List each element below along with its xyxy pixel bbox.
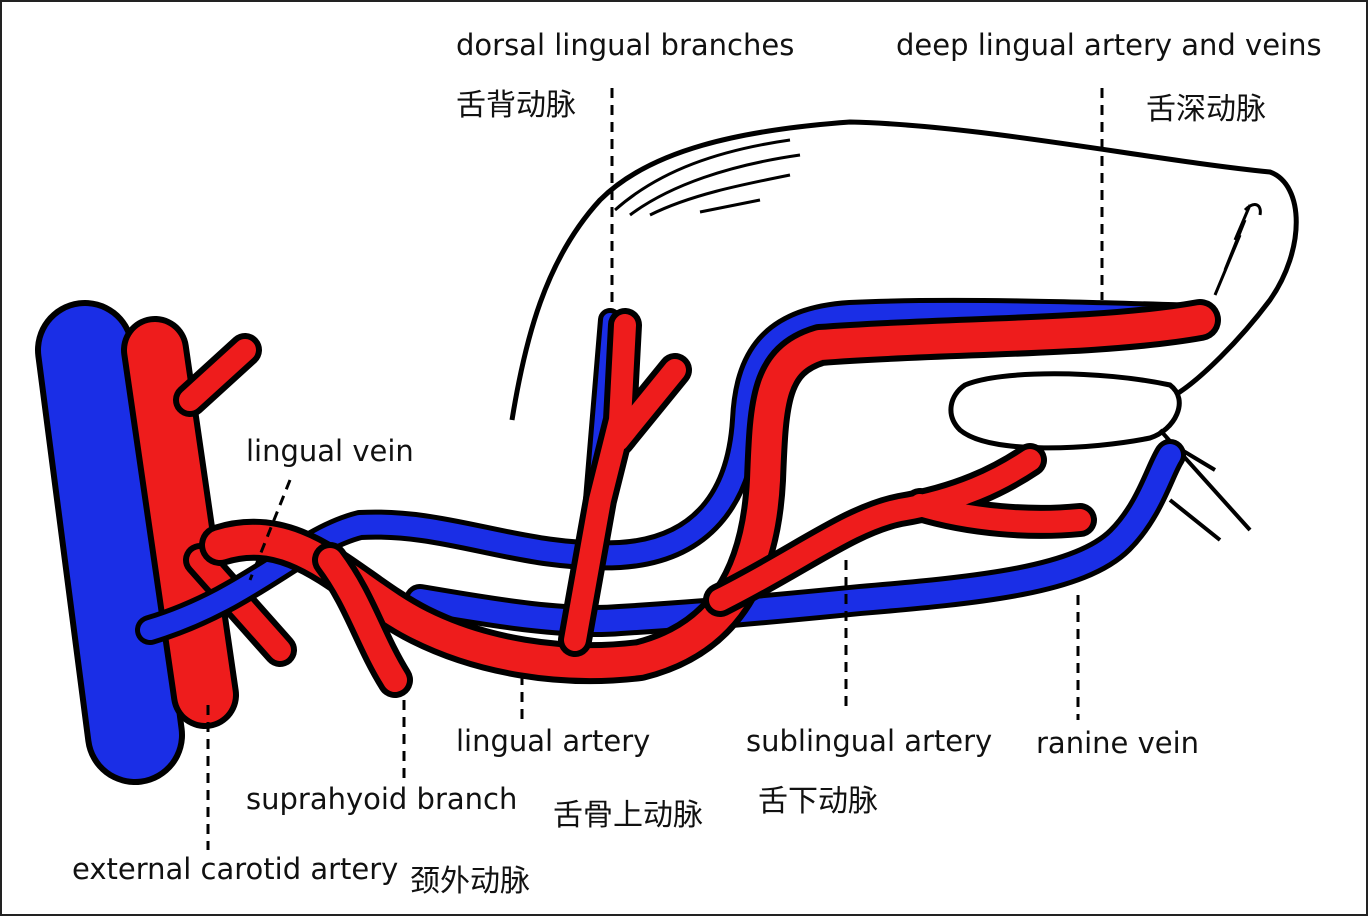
- label-deep-lingual: deep lingual artery and veins: [896, 28, 1322, 62]
- label-deep-lingual-zh: 舌深动脉: [1146, 92, 1266, 127]
- tongue-lines: [614, 138, 1262, 296]
- jugular-vein-fill: [41, 306, 179, 779]
- label-dorsal-lingual-branches-zh: 舌背动脉: [456, 88, 576, 123]
- label-lingual-artery: lingual artery: [456, 724, 651, 758]
- label-suprahyoid-branch: suprahyoid branch: [246, 782, 518, 816]
- carotid-artery-fill: [127, 322, 233, 723]
- sublingual-mass: [948, 371, 1182, 451]
- label-sublingual-artery: sublingual artery: [746, 724, 993, 758]
- label-external-carotid: external carotid artery: [72, 852, 399, 886]
- label-sublingual-artery-zh: 舌下动脉: [758, 784, 878, 819]
- leader-lines: [206, 88, 1104, 850]
- label-external-carotid-zh: 颈外动脉: [410, 864, 530, 899]
- tongue-outline: [509, 119, 1299, 421]
- label-dorsal-lingual-branches: dorsal lingual branches: [456, 28, 795, 62]
- label-suprahyoid-branch-zh: 舌骨上动脉: [553, 798, 703, 833]
- label-lingual-vein: lingual vein: [246, 434, 414, 468]
- label-ranine-vein: ranine vein: [1036, 726, 1200, 760]
